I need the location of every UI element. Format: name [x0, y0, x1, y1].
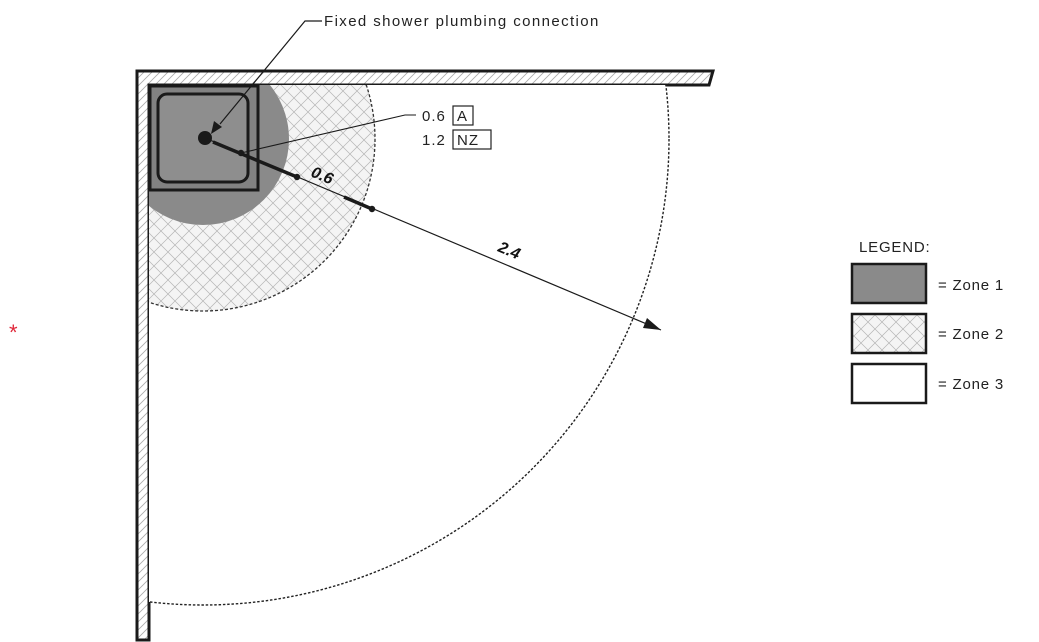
dimension-lines: [204, 137, 662, 331]
dimension-dot-1: [237, 149, 245, 157]
distance-note-a-value: 0.6: [422, 108, 446, 125]
legend-item-zone-3: = Zone 3: [850, 362, 1004, 405]
legend-label-zone-1: = Zone 1: [938, 277, 1004, 294]
dimension-dot-2: [293, 173, 301, 181]
distance-note-nz: 1.2 NZ: [422, 129, 492, 150]
callout-leader-line: [219, 20, 322, 125]
distance-note-nz-value: 1.2: [422, 132, 446, 149]
legend-swatch-zone-3: [850, 362, 928, 405]
outer-radius-arrowhead: [643, 318, 661, 330]
legend-item-zone-2: = Zone 2: [850, 312, 1004, 355]
zone2-thick-segment: [343, 195, 373, 211]
legend-label-zone-2: = Zone 2: [938, 326, 1004, 343]
dimension-dot-3: [368, 205, 376, 213]
region-box-nz: [452, 129, 492, 150]
legend-title: LEGEND:: [859, 239, 930, 256]
legend-swatch-zone-1: [850, 262, 928, 305]
side-marker: *: [9, 320, 18, 345]
inner-radius-thick-segment: [212, 140, 298, 179]
callout-arrowhead: [211, 121, 222, 134]
legend-label-zone-3: = Zone 3: [938, 376, 1004, 393]
region-label-nz: NZ: [457, 132, 479, 149]
distance-note-leader-line: [240, 114, 416, 154]
distance-note-a: 0.6 A: [422, 105, 474, 126]
legend: LEGEND: = Zone 1 = Zone 2 = Zone 3: [850, 239, 1004, 405]
legend-swatch-zone-2: [850, 312, 928, 355]
callout-label: Fixed shower plumbing connection: [324, 13, 600, 30]
region-label-a: A: [457, 108, 468, 125]
legend-item-zone-1: = Zone 1: [850, 262, 1004, 305]
zone-areas: [149, 85, 670, 606]
region-box-a: [452, 105, 474, 126]
